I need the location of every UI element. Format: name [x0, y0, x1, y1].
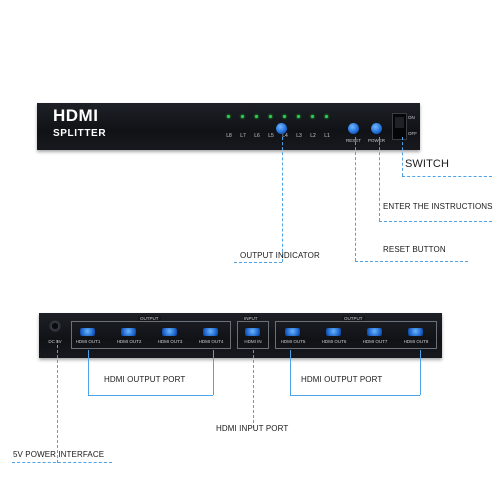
callout-output-indicator: OUTPUT INDICATOR [240, 251, 320, 260]
hdmi-out7-port[interactable] [367, 328, 382, 336]
led-label: L5 [268, 133, 274, 139]
front-panel: HDMI SPLITTER L8 L7 L6 L5 L4 L3 L2 L1 RE… [37, 103, 420, 150]
led-l4 [283, 115, 286, 118]
led-l1 [325, 115, 328, 118]
led-l7 [241, 115, 244, 118]
callout-hdmi-output-right: HDMI OUTPUT PORT [301, 375, 383, 384]
reset-button[interactable] [348, 123, 359, 134]
power-label: POWER [367, 138, 385, 143]
led-label: L4 [282, 133, 288, 139]
callout-hdmi-input: HDMI INPUT PORT [216, 424, 289, 433]
back-panel: DC 5V OUTPUT HDMI OUT1 HDMI OUT2 HDMI OU… [39, 313, 442, 358]
select-button[interactable] [276, 123, 287, 134]
led-label: L1 [324, 133, 330, 139]
reset-label: RESET [345, 138, 361, 143]
hdmi-out3-port[interactable] [162, 328, 177, 336]
led-indicators: L8 L7 L6 L5 L4 L3 L2 L1 [223, 115, 333, 145]
callout-reset: RESET BUTTON [383, 245, 446, 254]
callout-hdmi-output-left: HDMI OUTPUT PORT [104, 375, 186, 384]
led-l2 [311, 115, 314, 118]
switch-off-label: OFF [408, 131, 417, 136]
callout-power-interface: 5V POWER INTERFACE [13, 450, 105, 459]
led-l5 [269, 115, 272, 118]
hdmi-out1-port[interactable] [80, 328, 95, 336]
switch-on-label: ON [408, 115, 415, 120]
port-label: HDMI OUT6 [321, 339, 347, 344]
output-group-label: OUTPUT [342, 316, 365, 321]
power-switch[interactable] [392, 113, 407, 140]
hdmi-in-port[interactable] [245, 328, 260, 336]
hdmi-out5-port[interactable] [285, 328, 300, 336]
output-group-right: OUTPUT [275, 316, 437, 349]
output-group-label: OUTPUT [138, 316, 161, 321]
callout-instructions: ENTER THE INSTRUCTIONS [383, 202, 493, 211]
device-subtitle: SPLITTER [53, 128, 107, 139]
port-label: HDMI OUT7 [362, 339, 388, 344]
power-button[interactable] [371, 123, 382, 134]
port-label: HDMI OUT1 [75, 339, 101, 344]
led-label: L7 [240, 133, 246, 139]
led-l8 [227, 115, 230, 118]
input-port-label: HDMI IN [244, 339, 262, 344]
input-group: INPUT [237, 316, 269, 349]
led-l6 [255, 115, 258, 118]
hdmi-out2-port[interactable] [121, 328, 136, 336]
callout-switch: SWITCH [405, 158, 449, 170]
input-group-label: INPUT [243, 316, 259, 321]
port-label: HDMI OUT5 [280, 339, 306, 344]
port-label: HDMI OUT2 [116, 339, 142, 344]
hdmi-out4-port[interactable] [203, 328, 218, 336]
led-label: L8 [226, 133, 232, 139]
led-label: L3 [296, 133, 302, 139]
led-l3 [297, 115, 300, 118]
port-label: HDMI OUT4 [198, 339, 224, 344]
hdmi-out6-port[interactable] [326, 328, 341, 336]
led-label: L2 [310, 133, 316, 139]
hdmi-out8-port[interactable] [408, 328, 423, 336]
output-group-left: OUTPUT [71, 316, 231, 349]
device-title: HDMI [53, 106, 99, 125]
dc-label: DC 5V [48, 339, 62, 344]
dc-power-jack[interactable] [49, 320, 61, 332]
port-label: HDMI OUT8 [403, 339, 429, 344]
port-label: HDMI OUT3 [157, 339, 183, 344]
led-label: L6 [254, 133, 260, 139]
